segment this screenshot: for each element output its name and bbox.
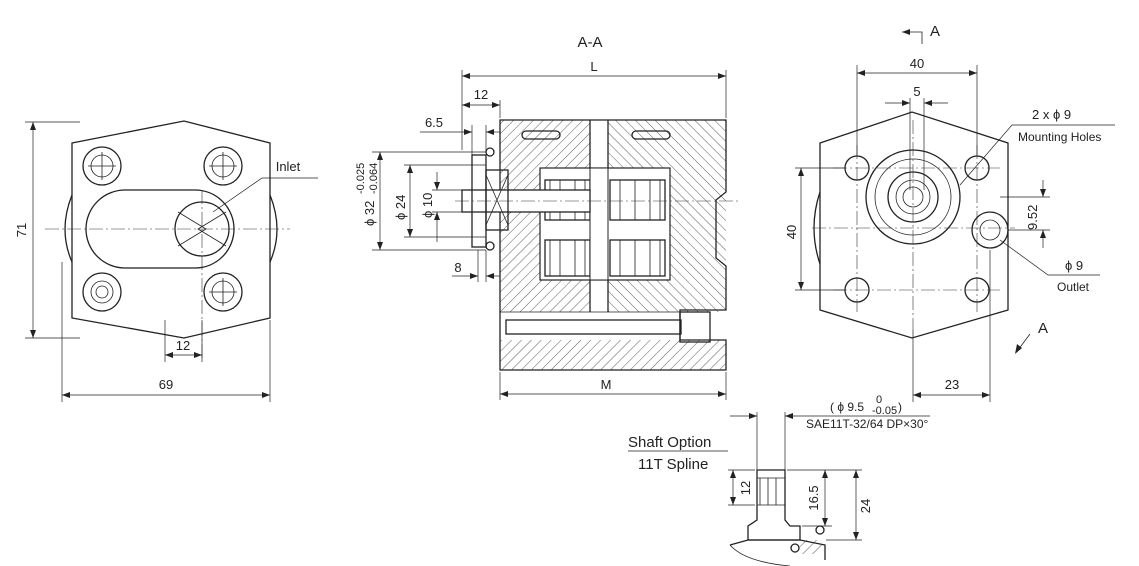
right-height-40-dim: 40: [784, 225, 799, 239]
right-width-40-dim: 40: [910, 56, 924, 71]
dia-32-tol-lower: -0.064: [368, 163, 380, 194]
shaft-option-title: Shaft Option: [628, 434, 711, 451]
shaft-dim-12: 12: [738, 481, 753, 495]
section-marker-top: A: [930, 23, 940, 40]
shaft-dim-16-5: 16.5: [806, 485, 821, 510]
left-height-dim: 71: [14, 223, 29, 237]
section-view: A-A: [355, 34, 740, 400]
bolt-hole-tl: [82, 146, 122, 186]
bolt-hole-bl: [82, 272, 122, 312]
spline-spec: SAE11T-32/64 DP×30°: [806, 417, 929, 431]
section-title: A-A: [577, 34, 602, 51]
section-marker-bottom: A: [1038, 320, 1048, 337]
spline-dia-prefix: ( ϕ 9.5: [830, 400, 864, 414]
dia-24-dim: ϕ 24: [393, 195, 408, 220]
bolt-hole-tr: [203, 146, 243, 186]
right-view: A 40 5: [784, 23, 1115, 402]
shaft-option: Shaft Option 11T Spline ( ϕ 9.5 0 -0.05 …: [628, 394, 930, 566]
section-dim-6-5: 6.5: [425, 115, 443, 130]
left-width-dim: 69: [159, 377, 173, 392]
spline-dia-tol-lower: -0.05: [872, 405, 897, 417]
shaft-option-subtitle: 11T Spline: [638, 456, 708, 473]
dia-32-tol-upper: -0.025: [355, 163, 367, 194]
mount-dim: M: [601, 377, 612, 392]
mounting-holes-caption: Mounting Holes: [1018, 130, 1101, 144]
left-offset-dim: 12: [176, 338, 190, 353]
lower-gear: [544, 239, 666, 277]
inlet-label: Inlet: [276, 159, 301, 174]
shaft-dim-24: 24: [858, 499, 873, 513]
dia-32-dim: ϕ 32: [362, 201, 377, 226]
mounting-holes-count: 2 x ϕ 9: [1032, 107, 1071, 122]
left-view: 71 69 12 Inlet: [14, 120, 318, 402]
spline-dia-suffix: ): [898, 400, 902, 414]
right-dim-9-52: 9.52: [1025, 205, 1040, 230]
right-dim-23: 23: [945, 377, 959, 392]
outlet-label: Outlet: [1057, 280, 1090, 294]
dia-10-dim: ϕ 10: [420, 193, 435, 218]
length-dim: L: [590, 59, 597, 74]
spline-dia-tol-upper: 0: [876, 394, 882, 406]
bolt-hole-br: [203, 272, 243, 312]
section-dim-8: 8: [454, 260, 461, 275]
section-dim-12: 12: [474, 87, 488, 102]
right-dim-5: 5: [913, 84, 920, 99]
outlet-dia: ϕ 9: [1065, 258, 1083, 273]
